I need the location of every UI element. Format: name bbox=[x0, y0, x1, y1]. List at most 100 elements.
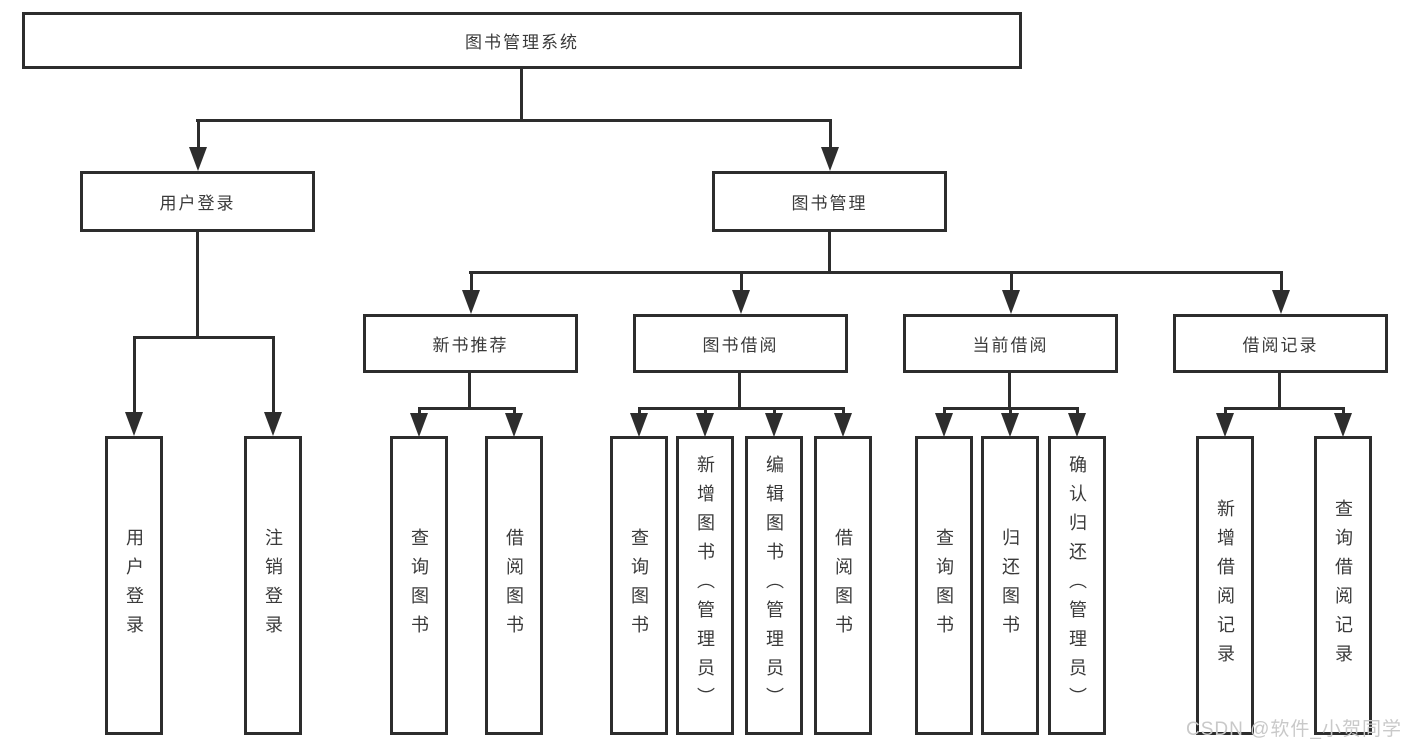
connector-drop bbox=[1001, 407, 1019, 437]
connector-root-vline bbox=[520, 69, 523, 122]
arrow-down-icon bbox=[462, 290, 480, 314]
leaf-confirm-return-admin: 确认归还（管理员） bbox=[1048, 436, 1106, 735]
connector-new-book-hline bbox=[418, 407, 516, 410]
connector-new-book-vline bbox=[468, 373, 471, 410]
connector-drop bbox=[1068, 407, 1086, 437]
connector-borrowing-records-hline bbox=[1224, 407, 1344, 410]
connector-stub bbox=[512, 407, 516, 413]
leaf-label: 归还图书 bbox=[1000, 527, 1020, 644]
leaf-label: 新增图书（管理员） bbox=[695, 455, 715, 716]
leaf-label: 确认归还（管理员） bbox=[1067, 455, 1087, 716]
connector-book-borrowing-hline bbox=[638, 407, 844, 410]
connector-drop bbox=[935, 407, 953, 437]
leaf-label: 借阅图书 bbox=[833, 527, 853, 644]
arrow-down-icon bbox=[630, 413, 648, 437]
csdn-watermark: CSDN @软件_小贺同学 bbox=[1186, 719, 1402, 740]
arrow-down-icon bbox=[696, 413, 714, 437]
leaf-add-books-admin: 新增图书（管理员） bbox=[676, 436, 734, 735]
connector-drop bbox=[410, 407, 428, 437]
leaf-query-books: 查询图书 bbox=[610, 436, 668, 735]
arrow-down-icon bbox=[821, 147, 839, 171]
connector-stub bbox=[772, 407, 776, 413]
leaf-label: 查询图书 bbox=[629, 527, 649, 644]
leaf-label: 编辑图书（管理员） bbox=[764, 455, 784, 716]
node-user-login: 用户登录 bbox=[80, 171, 315, 232]
connector-book-borrowing-vline bbox=[738, 373, 741, 410]
node-new-book-recommend: 新书推荐 bbox=[363, 314, 578, 373]
connector-drop bbox=[696, 407, 714, 437]
connector-drop-book-borrowing bbox=[732, 271, 750, 314]
connector-stub bbox=[703, 407, 707, 413]
connector-drop bbox=[630, 407, 648, 437]
leaf-label: 新增借阅记录 bbox=[1215, 498, 1235, 673]
leaf-query-books: 查询图书 bbox=[390, 436, 448, 735]
connector-user-login-vline bbox=[196, 232, 199, 339]
leaf-borrow-books: 借阅图书 bbox=[814, 436, 872, 735]
connector-drop bbox=[765, 407, 783, 437]
node-borrowing-records: 借阅记录 bbox=[1173, 314, 1388, 373]
connector-stub bbox=[942, 407, 946, 413]
connector-drop-user-login bbox=[189, 119, 207, 171]
connector-current-borrowing-vline bbox=[1008, 373, 1011, 410]
leaf-label: 查询借阅记录 bbox=[1333, 498, 1353, 673]
connector-root-hline bbox=[196, 119, 832, 122]
connector-stub bbox=[1341, 407, 1345, 413]
connector-drop bbox=[834, 407, 852, 437]
connector-drop bbox=[505, 407, 523, 437]
connector-stub bbox=[739, 271, 743, 290]
arrow-down-icon bbox=[935, 413, 953, 437]
connector-drop bbox=[1334, 407, 1352, 437]
connector-drop-borrowing-records bbox=[1272, 271, 1290, 314]
connector-stub bbox=[1075, 407, 1079, 413]
connector-stub bbox=[637, 407, 641, 413]
connector-stub bbox=[841, 407, 845, 413]
connector-stub bbox=[271, 336, 275, 412]
connector-stub bbox=[828, 119, 832, 147]
leaf-label: 注销登录 bbox=[263, 527, 283, 644]
connector-drop-leaf-logout bbox=[264, 336, 282, 436]
arrow-down-icon bbox=[1068, 413, 1086, 437]
arrow-down-icon bbox=[189, 147, 207, 171]
leaf-add-borrow-record: 新增借阅记录 bbox=[1196, 436, 1254, 735]
leaf-query-books: 查询图书 bbox=[915, 436, 973, 735]
arrow-down-icon bbox=[1001, 413, 1019, 437]
arrow-down-icon bbox=[1334, 413, 1352, 437]
connector-drop bbox=[1216, 407, 1234, 437]
connector-book-management-vline bbox=[828, 232, 831, 274]
leaf-query-borrow-record: 查询借阅记录 bbox=[1314, 436, 1372, 735]
connector-stub bbox=[1009, 271, 1013, 290]
node-book-borrowing: 图书借阅 bbox=[633, 314, 848, 373]
connector-book-management-hline bbox=[469, 271, 1282, 274]
leaf-borrow-books: 借阅图书 bbox=[485, 436, 543, 735]
leaf-label: 借阅图书 bbox=[504, 527, 524, 644]
connector-stub bbox=[417, 407, 421, 413]
leaf-edit-books-admin: 编辑图书（管理员） bbox=[745, 436, 803, 735]
arrow-down-icon bbox=[834, 413, 852, 437]
arrow-down-icon bbox=[125, 412, 143, 436]
connector-drop-current-borrowing bbox=[1002, 271, 1020, 314]
arrow-down-icon bbox=[1002, 290, 1020, 314]
connector-stub bbox=[196, 119, 200, 147]
leaf-logout: 注销登录 bbox=[244, 436, 302, 735]
node-library-management-system: 图书管理系统 bbox=[22, 12, 1022, 69]
connector-borrowing-records-vline bbox=[1278, 373, 1281, 410]
leaf-return-books: 归还图书 bbox=[981, 436, 1039, 735]
node-current-borrowing: 当前借阅 bbox=[903, 314, 1118, 373]
connector-stub bbox=[1008, 407, 1012, 413]
arrow-down-icon bbox=[1216, 413, 1234, 437]
connector-drop-leaf-user-login bbox=[125, 336, 143, 436]
node-book-management: 图书管理 bbox=[712, 171, 947, 232]
connector-drop-new-book-recommend bbox=[462, 271, 480, 314]
connector-stub bbox=[1223, 407, 1227, 413]
leaf-label: 用户登录 bbox=[124, 527, 144, 644]
connector-stub bbox=[469, 271, 473, 290]
connector-drop-book-management bbox=[821, 119, 839, 171]
connector-stub bbox=[1279, 271, 1283, 290]
arrow-down-icon bbox=[264, 412, 282, 436]
arrow-down-icon bbox=[765, 413, 783, 437]
leaf-user-login: 用户登录 bbox=[105, 436, 163, 735]
leaf-label: 查询图书 bbox=[409, 527, 429, 644]
arrow-down-icon bbox=[410, 413, 428, 437]
connector-stub bbox=[132, 336, 136, 412]
